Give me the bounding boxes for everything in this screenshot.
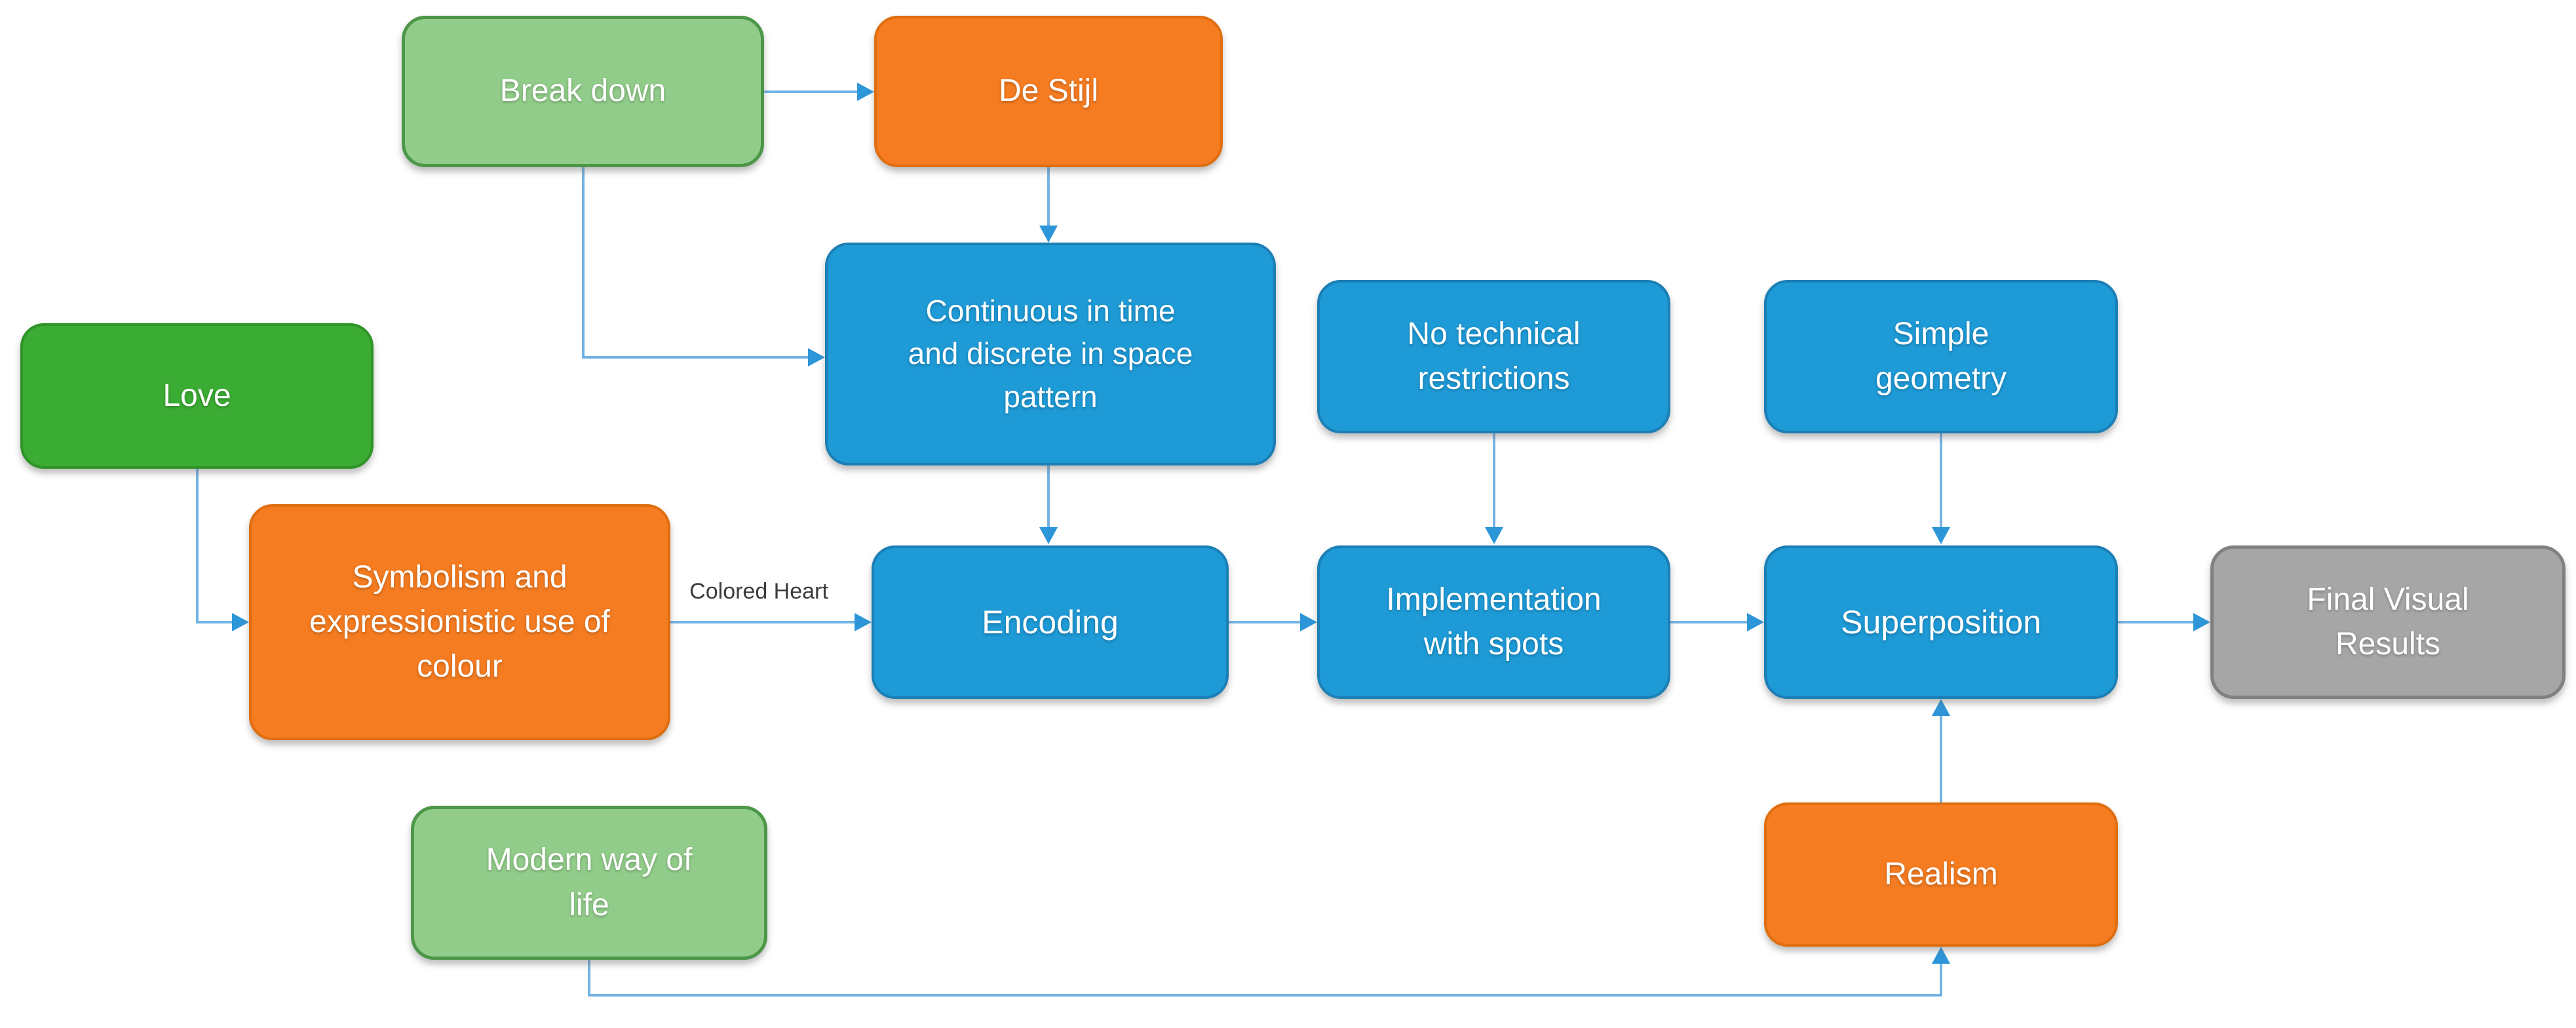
arrowhead-into-implementation-left [1300,613,1317,631]
node-implementation-with-spots: Implementation with spots [1317,545,1670,699]
node-symbolism: Symbolism and expressionistic use of col… [249,504,670,740]
arrowhead-into-destijl [857,83,874,101]
connector-implementation-superposition [1670,621,1748,623]
node-realism: Realism [1764,802,2118,947]
arrowhead-into-realism-bottom [1932,947,1950,964]
edge-label-colored-heart: Colored Heart [689,579,828,604]
arrowhead-into-continuous-top [1039,226,1058,243]
node-de-stijl-label: De Stijl [998,73,1099,109]
node-break-down-label: Break down [499,73,666,109]
connector-breakdown-destijl [764,90,860,93]
arrowhead-into-encoding-left [855,613,872,631]
node-no-technical-restrictions-label: No technical restrictions [1407,316,1581,396]
connector-modern-realism-vertical1 [588,960,590,997]
node-final-visual-results-label: Final Visual Results [2307,582,2469,662]
node-final-visual-results: Final Visual Results [2210,545,2566,699]
arrowhead-into-superposition-top [1932,527,1950,544]
node-love: Love [20,323,374,469]
arrowhead-into-superposition-left [1747,613,1764,631]
node-encoding-label: Encoding [982,603,1119,641]
node-modern-way-of-life-label: Modern way of life [486,842,693,922]
connector-breakdown-continuous-horizontal [582,356,811,359]
connector-encoding-implementation [1229,621,1303,623]
node-encoding: Encoding [872,545,1229,699]
arrowhead-into-continuous-left [808,348,825,366]
node-continuous-pattern: Continuous in time and discrete in space… [825,243,1276,465]
connector-superposition-final [2118,621,2195,623]
connector-realism-superposition [1940,715,1942,802]
connector-symbolism-encoding [670,621,856,623]
connector-breakdown-continuous-vertical [582,167,585,359]
connector-modern-realism-horizontal [588,994,1942,997]
arrowhead-into-implementation-top [1485,527,1503,544]
node-no-technical-restrictions: No technical restrictions [1317,280,1670,433]
connector-love-symbolism-horizontal [196,621,235,623]
node-symbolism-label: Symbolism and expressionistic use of col… [309,559,610,684]
node-break-down: Break down [402,16,764,167]
node-superposition: Superposition [1764,545,2118,699]
connector-modern-realism-vertical2 [1940,962,1942,995]
connector-destijl-continuous [1047,167,1050,227]
node-simple-geometry: Simple geometry [1764,280,2118,433]
connector-simplegeometry-superposition [1940,433,1942,528]
node-superposition-label: Superposition [1841,603,2041,641]
connector-notech-implementation [1493,433,1495,528]
arrowhead-into-encoding-top [1039,527,1058,544]
node-continuous-pattern-label: Continuous in time and discrete in space… [908,294,1193,414]
connector-love-symbolism-vertical [196,469,199,623]
node-simple-geometry-label: Simple geometry [1875,316,2007,396]
node-implementation-with-spots-label: Implementation with spots [1386,582,1602,662]
node-realism-label: Realism [1884,856,1998,892]
node-de-stijl: De Stijl [874,16,1223,167]
connector-continuous-encoding [1047,465,1050,528]
node-love-label: Love [163,378,231,413]
arrowhead-into-superposition-bottom [1932,699,1950,716]
node-modern-way-of-life: Modern way of life [411,806,767,960]
arrowhead-into-final [2193,613,2210,631]
arrowhead-into-symbolism [232,613,249,631]
